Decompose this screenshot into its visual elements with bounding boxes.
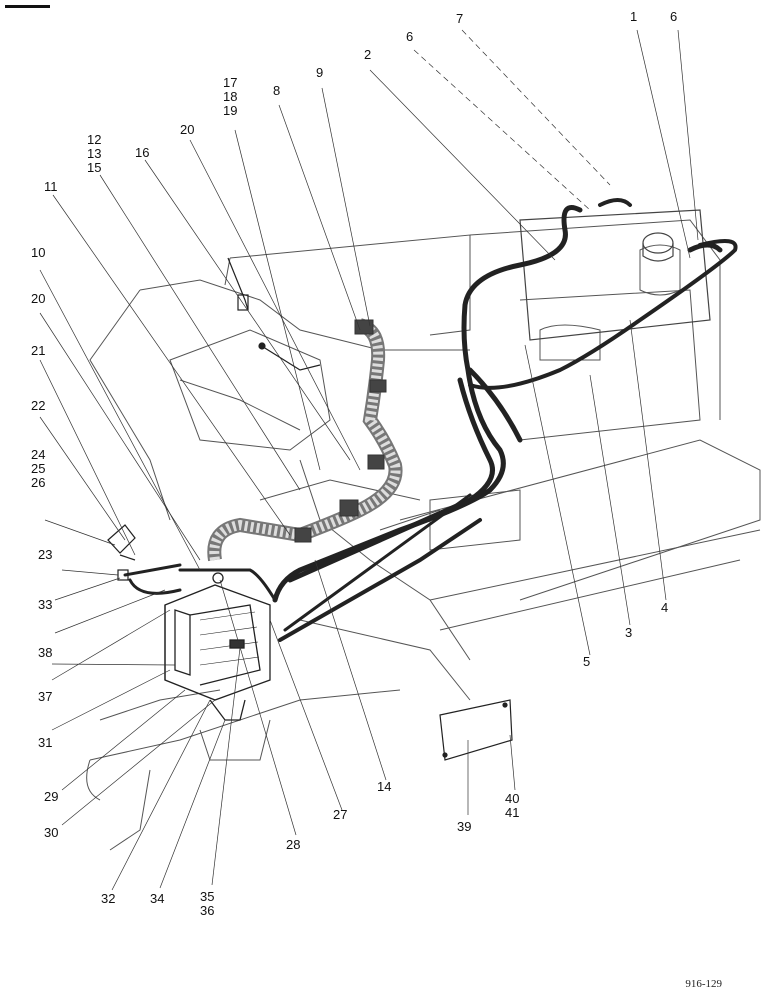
callout-9: 9: [316, 65, 324, 80]
callout-21: 21: [31, 343, 46, 358]
callout-38: 38: [38, 645, 53, 660]
callout-2: 2: [364, 47, 372, 62]
callout-24-25-26: 24 25 26: [31, 447, 46, 490]
tractor-frame: [86, 219, 761, 851]
callout-27: 27: [333, 807, 348, 822]
callout-32: 32: [101, 891, 116, 906]
callout-4: 4: [661, 600, 669, 615]
callout-3: 3: [625, 625, 633, 640]
brackets: [107, 257, 513, 761]
air-duct: [207, 318, 403, 562]
callout-37: 37: [38, 689, 53, 704]
callout-10: 10: [31, 245, 46, 260]
figure-reference-number: 916-129: [685, 978, 722, 990]
heater-unit: [164, 572, 271, 721]
callout-12-13-15: 12 13 15: [87, 132, 102, 175]
callout-23: 23: [38, 547, 53, 562]
callout-11: 11: [44, 179, 58, 194]
callout-22: 22: [31, 398, 46, 413]
header-rule: [5, 5, 50, 8]
callout-30: 30: [44, 825, 59, 840]
callout-40-41: 40 41: [505, 791, 520, 820]
callout-6: 6: [670, 9, 678, 24]
callout-6: 6: [406, 29, 414, 44]
callout-7: 7: [456, 11, 464, 26]
callout-5: 5: [583, 654, 591, 669]
callout-31: 31: [38, 735, 53, 750]
callout-14: 14: [377, 779, 392, 794]
callout-20: 20: [180, 122, 195, 137]
callout-17-18-19: 17 18 19: [223, 75, 238, 118]
coolant-hoses: [123, 198, 738, 642]
engine-block: [519, 209, 711, 341]
callout-35-36: 35 36: [200, 889, 215, 918]
callout-29: 29: [44, 789, 59, 804]
callout-20: 20: [31, 291, 46, 306]
callout-8: 8: [273, 83, 281, 98]
callout-34: 34: [150, 891, 165, 906]
callout-39: 39: [457, 819, 472, 834]
callout-28: 28: [286, 837, 301, 852]
callout-1: 1: [630, 9, 638, 24]
callout-33: 33: [38, 597, 53, 612]
callout-16: 16: [135, 145, 150, 160]
leader-lines: [39, 29, 699, 891]
